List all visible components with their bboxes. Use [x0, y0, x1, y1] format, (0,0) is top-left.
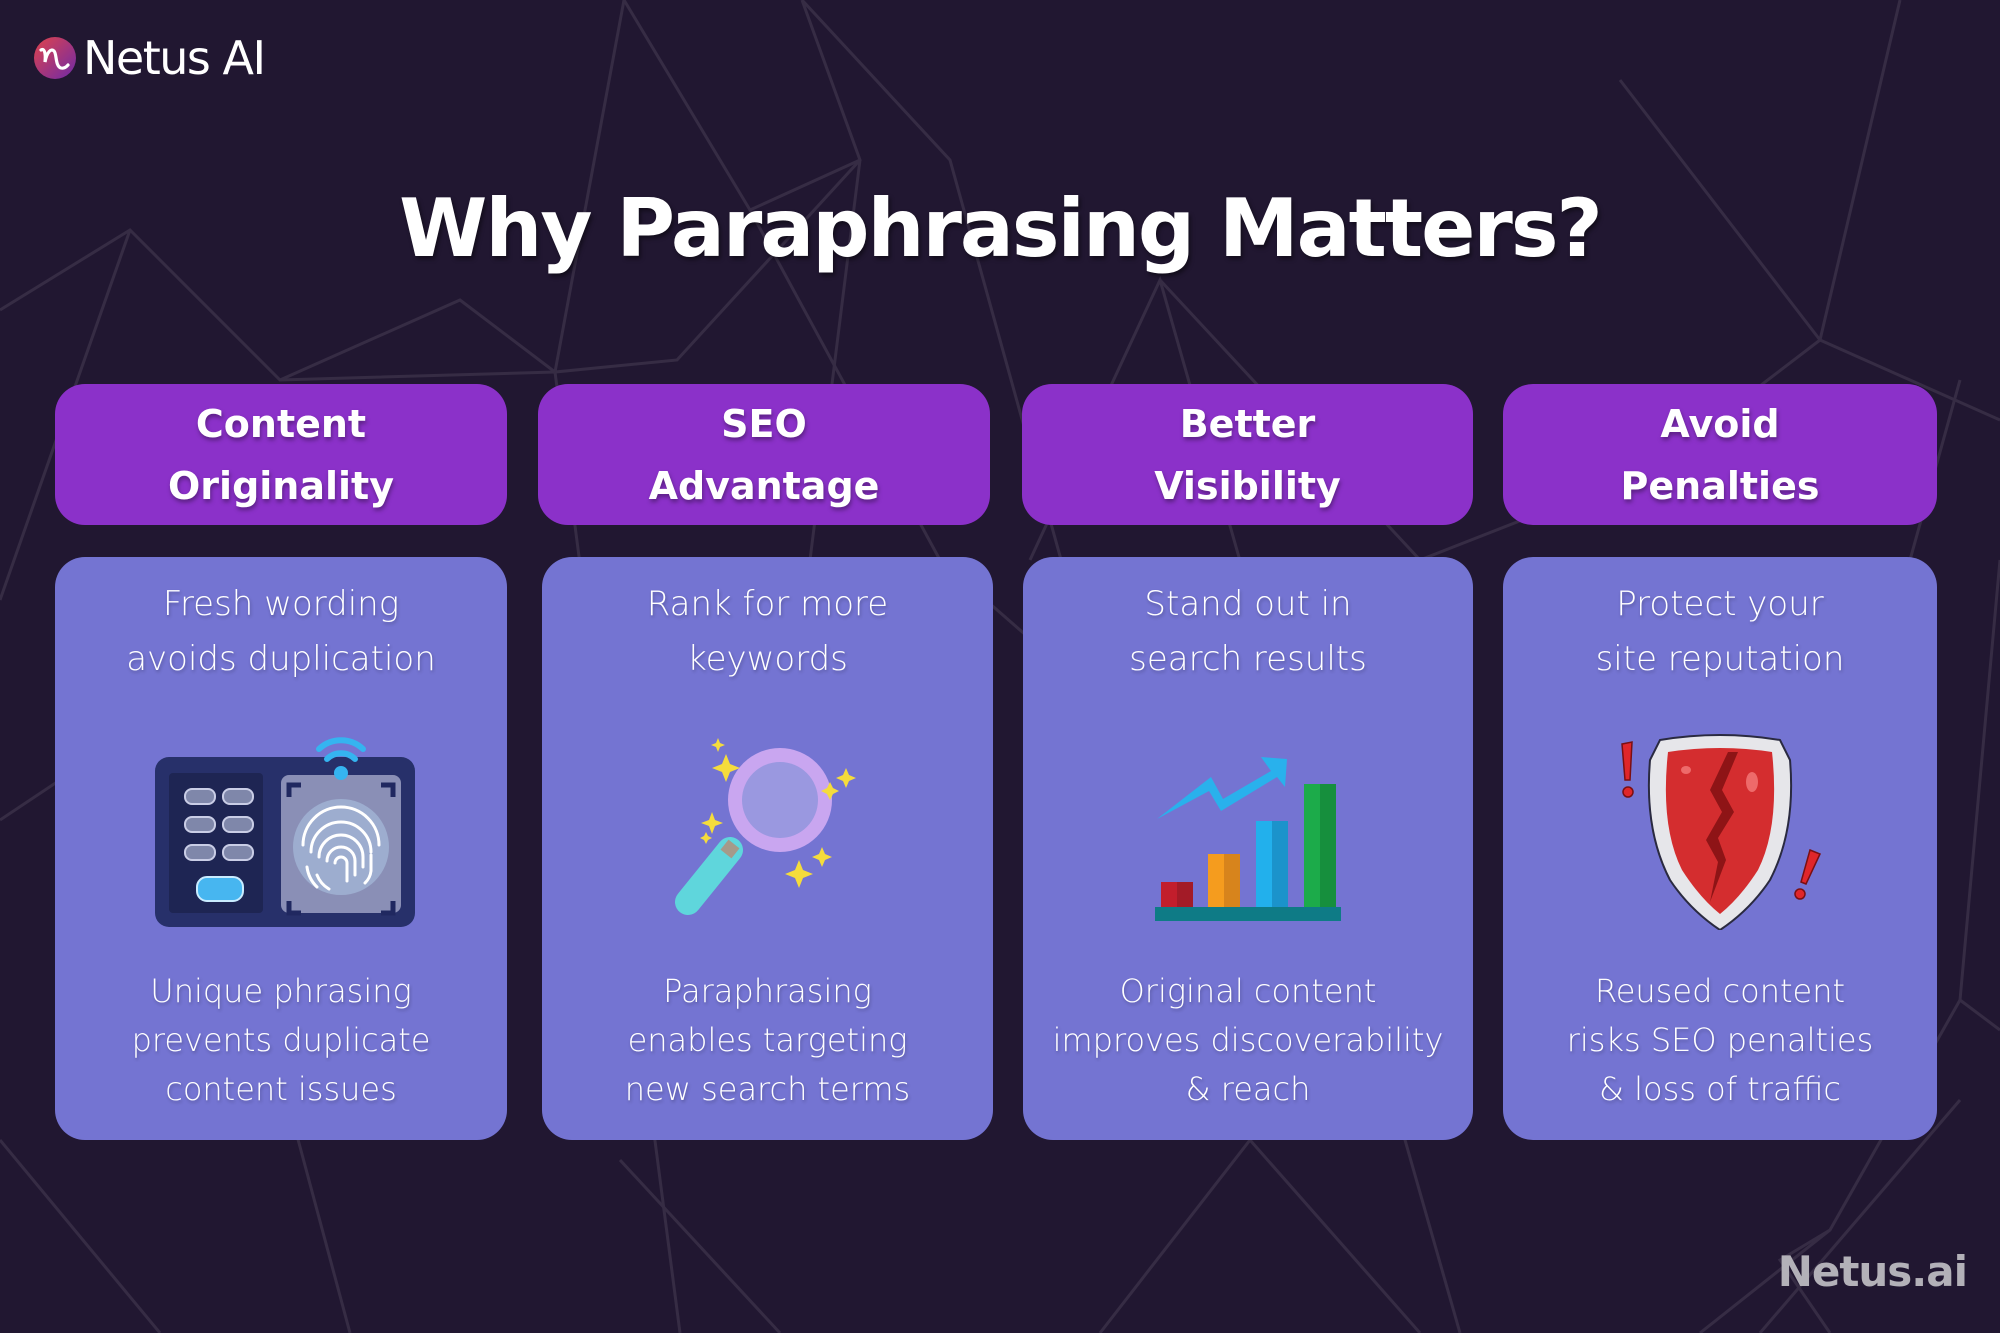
magnifying-glass-icon — [674, 738, 856, 915]
card-description-line: Unique phrasing — [150, 972, 412, 1010]
card-subtitle-line: Rank for more — [646, 584, 889, 624]
card-header-line: SEO — [721, 401, 807, 446]
card-description-line: content issues — [165, 1070, 397, 1108]
card-subtitle-line: Protect your — [1616, 584, 1824, 624]
card-header-line: Penalties — [1620, 463, 1820, 508]
card-description: Unique phrasing prevents duplicate conte… — [55, 967, 507, 1114]
card-header-line: Avoid — [1660, 401, 1780, 446]
card-header-line: Content — [195, 401, 367, 446]
card-description-line: enables targeting — [627, 1021, 908, 1059]
card-subtitle-line: Stand out in — [1144, 584, 1352, 624]
card-subtitle-line: avoids duplication — [126, 639, 436, 679]
card-subtitle-line: site reputation — [1595, 639, 1845, 679]
logo-text: Netus AI — [83, 31, 266, 85]
card-subtitle: Rank for more keywords — [542, 577, 993, 687]
card-description: Reused content risks SEO penalties & los… — [1503, 967, 1937, 1114]
card-body-better-visibility: Stand out in search results Original con… — [1023, 557, 1473, 1140]
netus-n-logo-icon — [34, 37, 76, 79]
card-description-line: risks SEO penalties — [1566, 1021, 1874, 1059]
card-header-better-visibility: Better Visibility — [1022, 384, 1473, 525]
card-header-content-originality: Content Originality — [55, 384, 507, 525]
card-description-line: Reused content — [1594, 972, 1846, 1010]
card-body-avoid-penalties: Protect your site reputation Reused cont… — [1503, 557, 1937, 1140]
fingerprint-scanner-icon — [155, 737, 415, 927]
card-subtitle-line: search results — [1129, 639, 1367, 679]
card-description: Original content improves discoverabilit… — [1023, 967, 1473, 1114]
page-title: Why Paraphrasing Matters? — [399, 182, 1603, 275]
card-subtitle-line: Fresh wording — [162, 584, 400, 624]
card-subtitle: Stand out in search results — [1023, 577, 1473, 687]
card-body-content-originality: Fresh wording avoids duplication — [55, 557, 507, 1140]
card-description-line: & loss of traffic — [1599, 1070, 1841, 1108]
netus-logo[interactable]: Netus AI — [33, 30, 266, 86]
card-description-line: & reach — [1185, 1070, 1311, 1108]
growth-bar-chart-icon — [1155, 757, 1341, 921]
card-description-line: Original content — [1119, 972, 1377, 1010]
card-description: Paraphrasing enables targeting new searc… — [542, 967, 993, 1114]
card-description-line: improves discoverability — [1052, 1021, 1444, 1059]
card-description-line: Paraphrasing — [663, 972, 872, 1010]
card-description-line: new search terms — [624, 1070, 911, 1108]
broken-shield-warning-icon — [1621, 734, 1822, 930]
card-header-seo-advantage: SEO Advantage — [538, 384, 990, 525]
card-subtitle: Protect your site reputation — [1503, 577, 1937, 687]
card-header-line: Advantage — [648, 463, 880, 508]
card-header-line: Visibility — [1154, 463, 1341, 508]
card-header-avoid-penalties: Avoid Penalties — [1503, 384, 1937, 525]
card-description-line: prevents duplicate — [131, 1021, 431, 1059]
card-header-line: Originality — [168, 463, 394, 508]
card-subtitle: Fresh wording avoids duplication — [55, 577, 507, 687]
card-body-seo-advantage: Rank for more keywords Paraphrasing enab… — [542, 557, 993, 1140]
netus-watermark: Netus.ai — [1777, 1247, 1968, 1296]
card-subtitle-line: keywords — [687, 639, 848, 679]
card-header-line: Better — [1179, 401, 1316, 446]
